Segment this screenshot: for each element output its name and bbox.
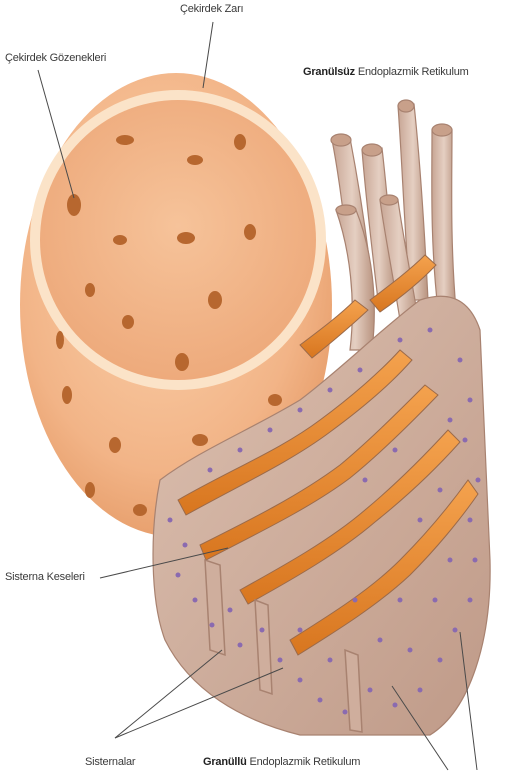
label-nuclear-pores: Çekirdek Gözenekleri (5, 52, 106, 64)
label-smooth-er: Granülsüz Endoplazmik Retikulum (303, 66, 469, 78)
label-nuclear-envelope: Çekirdek Zarı (180, 3, 243, 15)
label-smooth-er-rest: Endoplazmik Retikulum (358, 66, 469, 78)
label-smooth-er-bold: Granülsüz (303, 66, 355, 78)
label-rough-er: Granüllü Endoplazmik Retikulum (203, 756, 360, 768)
label-rough-er-rest: Endoplazmik Retikulum (249, 756, 360, 768)
label-cisternae: Sisternalar (85, 756, 135, 768)
label-cisternae-sacs: Sisterna Keseleri (5, 571, 85, 583)
label-rough-er-bold: Granüllü (203, 756, 247, 768)
